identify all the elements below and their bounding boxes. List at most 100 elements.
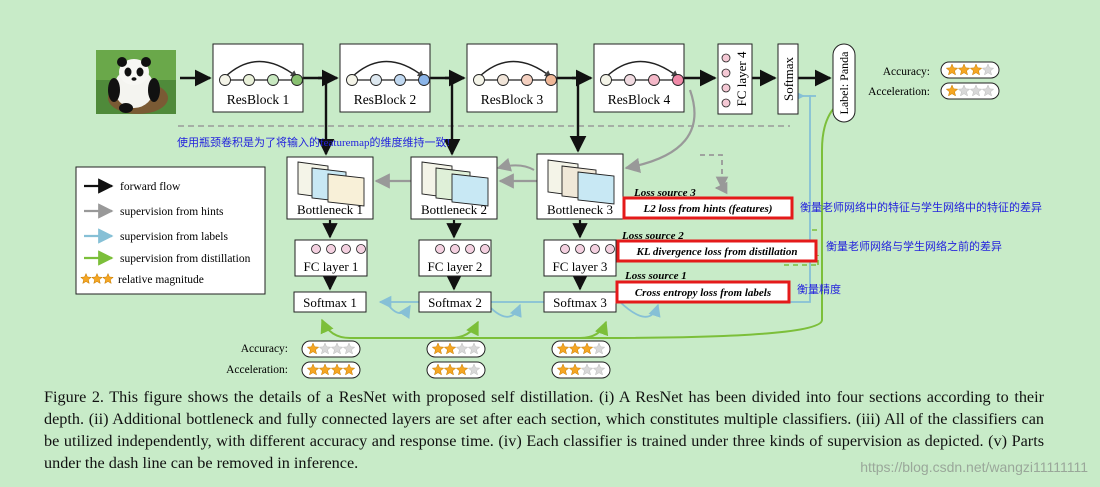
loss-highlight-box [622, 196, 794, 220]
loss-source-1: Loss source 1 Cross entropy loss from la… [615, 270, 841, 304]
bottom-metrics: Accuracy: Acceleration: [226, 340, 611, 379]
resblock-node [346, 74, 358, 86]
resblock-node [624, 74, 636, 86]
resblock-node [219, 74, 231, 86]
star-filled-icon [102, 272, 114, 284]
resblock-node [291, 74, 303, 86]
fc-layer-1: FC layer 1 [294, 239, 368, 277]
resblock-label: ResBlock 1 [227, 92, 290, 107]
fc-layer-label: FC layer 1 [304, 259, 359, 274]
flow-arrow [378, 95, 811, 309]
star-filled-icon [568, 363, 582, 376]
fc-layer-3: FC layer 3 [543, 239, 617, 277]
accuracy-star-rating [551, 340, 611, 358]
bottleneck-label: Bottleneck 3 [547, 202, 613, 217]
acceleration-star-rating [426, 361, 486, 379]
bottleneck-1: Bottleneck 1 [286, 156, 374, 220]
resblock-node [545, 74, 557, 86]
star-filled-icon [556, 363, 570, 376]
star-filled-icon [80, 272, 92, 284]
watermark: https://blog.csdn.net/wangzi11111111 [860, 459, 1088, 475]
loss-note: 衡量老师网络中的特征与学生网络中的特征的差异 [800, 200, 1042, 214]
fc-layer-4-label: FC layer 4 [734, 51, 749, 106]
star-filled-icon [431, 363, 445, 376]
bottleneck-label: Bottleneck 2 [421, 202, 487, 217]
resblock-node [243, 74, 255, 86]
star-filled-icon [443, 363, 457, 376]
top-metrics: Accuracy: Acceleration: [868, 61, 1000, 100]
flow-arrow [569, 76, 587, 153]
star-filled-icon [443, 342, 457, 355]
flow-arrow [385, 301, 411, 319]
star-filled-icon [330, 363, 344, 376]
resblock-4: ResBlock 4 [593, 43, 685, 113]
softmax-label: Softmax 2 [428, 295, 482, 310]
fc-layer-4: FC layer 4 [717, 43, 753, 115]
resblock-node [267, 74, 279, 86]
softmax-4-label: Softmax [781, 56, 796, 101]
accuracy-star-rating [426, 340, 486, 358]
flow-arrow [317, 76, 335, 156]
fc-layer-label: FC layer 2 [428, 259, 483, 274]
resblock-node [497, 74, 509, 86]
star-empty-icon [969, 84, 983, 97]
softmax-3: Softmax 3 [543, 291, 617, 313]
star-filled-icon [431, 342, 445, 355]
star-filled-icon [945, 84, 959, 97]
star-empty-icon [981, 63, 995, 76]
resblock-node [521, 74, 533, 86]
star-filled-icon [318, 363, 332, 376]
legend-hints: supervision from hints [120, 206, 224, 218]
legend-labels: supervision from labels [120, 231, 228, 243]
star-empty-icon [580, 363, 594, 376]
legend-forward: forward flow [120, 181, 181, 193]
bottleneck-3: Bottleneck 3 [536, 153, 624, 220]
loss-name: KL divergence loss from distillation [636, 246, 798, 258]
loss-highlight-box [615, 280, 791, 304]
softmax-label: Softmax 3 [553, 295, 607, 310]
resblock-label: ResBlock 3 [481, 92, 544, 107]
resblock-label: ResBlock 4 [608, 92, 671, 107]
star-empty-icon [342, 342, 356, 355]
star-filled-icon [969, 63, 983, 76]
star-empty-icon [330, 342, 344, 355]
softmax-1: Softmax 1 [293, 291, 367, 313]
top-acceleration-label: Acceleration: [868, 86, 930, 98]
bottom-acceleration-label: Acceleration: [226, 364, 288, 376]
loss-note: 衡量老师网络与学生网络之前的差异 [826, 239, 1002, 253]
resblock-node [672, 74, 684, 86]
accuracy-star-rating [301, 340, 361, 358]
bottleneck-label: Bottleneck 1 [297, 202, 363, 217]
resnet-self-distillation-diagram: ResBlock 1 ResBlock 2 ResBlock 3 ResBloc… [75, 43, 1042, 379]
flow-arrow [496, 157, 535, 172]
star-filled-icon [306, 363, 320, 376]
softmax-2: Softmax 2 [418, 291, 492, 313]
star-filled-icon [945, 63, 959, 76]
star-filled-icon [580, 342, 594, 355]
fc-layer-label: FC layer 3 [553, 259, 608, 274]
legend-star-icons [80, 272, 114, 284]
star-empty-icon [467, 363, 481, 376]
resblocks-layer: ResBlock 1 ResBlock 2 ResBlock 3 ResBloc… [212, 43, 685, 113]
resblock-node [648, 74, 660, 86]
star-filled-icon [568, 342, 582, 355]
bottleneck-2: Bottleneck 2 [410, 156, 498, 220]
resblock-node [600, 74, 612, 86]
star-empty-icon [318, 342, 332, 355]
legend: forward flow supervision from hints supe… [75, 166, 266, 295]
output-label-text: Label: Panda [837, 51, 851, 115]
acceleration-star-rating [301, 361, 361, 379]
star-filled-icon [957, 63, 971, 76]
accuracy-star-rating [940, 61, 1000, 79]
loss-source-label: Loss source 1 [624, 270, 687, 282]
bottom-stars [301, 340, 611, 379]
loss-name: L2 loss from hints (features) [643, 203, 773, 215]
loss-source-3: Loss source 3 L2 loss from hints (featur… [622, 187, 1042, 220]
top-accuracy-stars [940, 61, 1000, 79]
flow-arrow [449, 320, 479, 339]
star-filled-icon [342, 363, 356, 376]
star-empty-icon [455, 342, 469, 355]
resblock-node [473, 74, 485, 86]
bottom-accuracy-label: Accuracy: [241, 343, 288, 355]
